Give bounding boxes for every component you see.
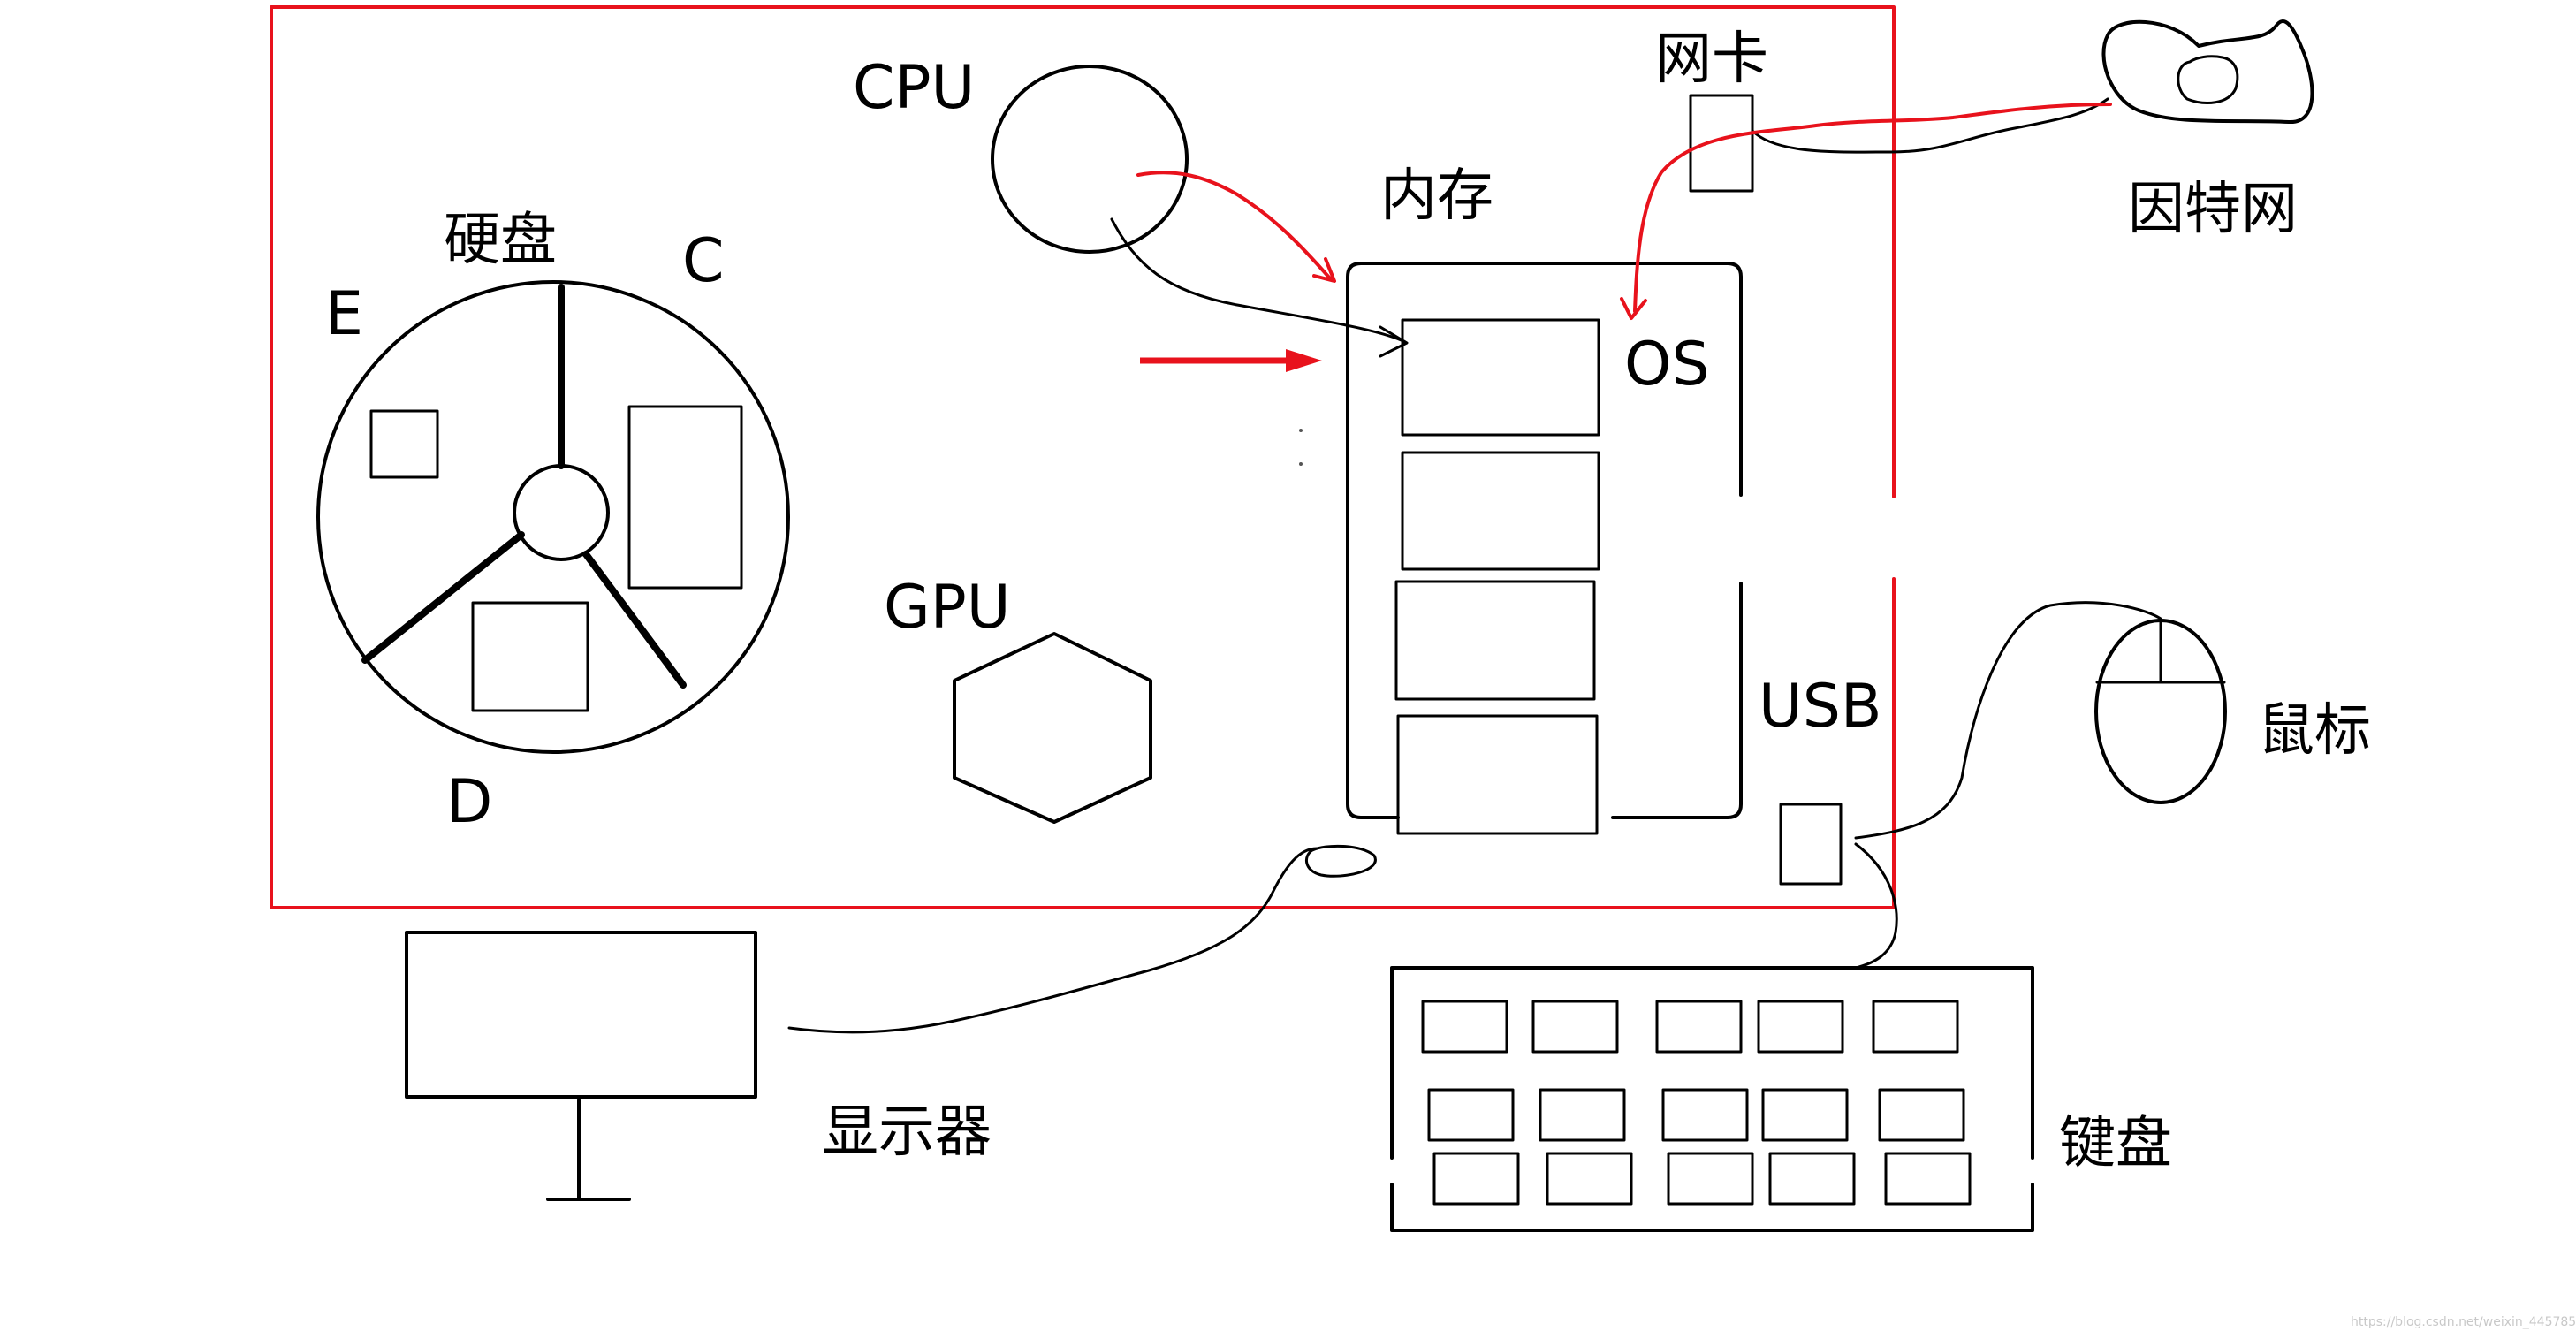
memory-slot-os bbox=[1401, 318, 1600, 437]
watermark: https://blog.csdn.net/weixin_44578580 bbox=[2351, 1315, 2576, 1329]
memory-slot-3 bbox=[1394, 580, 1596, 701]
os-label: OS bbox=[1624, 330, 1710, 399]
cpu bbox=[991, 65, 1189, 254]
memory-dot bbox=[1299, 462, 1303, 466]
keyboard-key bbox=[1655, 1000, 1743, 1054]
cpu-to-memory-red-arrowhead bbox=[1312, 257, 1336, 283]
keyboard-key bbox=[1427, 1088, 1515, 1142]
usb-label: USB bbox=[1759, 672, 1882, 742]
monitor bbox=[405, 931, 757, 1099]
cpu-to-memory-arrowhead bbox=[1379, 325, 1409, 358]
memory-label: 内存 bbox=[1380, 164, 1493, 229]
partition-e-data bbox=[369, 409, 439, 479]
nic-to-internet-link bbox=[1751, 97, 2109, 154]
nic bbox=[1689, 94, 1754, 193]
keyboard-key bbox=[1878, 1088, 1965, 1142]
gpu bbox=[953, 632, 1152, 824]
partition-c-data bbox=[627, 405, 743, 590]
partition-d-label: D bbox=[446, 767, 492, 837]
memory-slot-2 bbox=[1401, 451, 1600, 571]
mouse-cable bbox=[1854, 601, 2162, 840]
cpu-to-memory-red-link bbox=[1136, 171, 1332, 280]
gpu-label: GPU bbox=[884, 573, 1010, 643]
keyboard-keys bbox=[1421, 1000, 1972, 1206]
keyboard-label: 键盘 bbox=[2059, 1111, 2172, 1176]
keyboard-key bbox=[1432, 1152, 1520, 1206]
nic-label: 网卡 bbox=[1655, 27, 1768, 92]
hard-disk-label: 硬盘 bbox=[444, 208, 557, 273]
keyboard-key bbox=[1531, 1000, 1619, 1054]
internet-cloud-inner bbox=[2177, 55, 2239, 104]
mouse-buttons bbox=[2095, 620, 2226, 684]
memory-slot-4 bbox=[1396, 714, 1599, 835]
internet-cloud bbox=[2101, 19, 2314, 125]
partition-d-data bbox=[471, 601, 589, 712]
memory-pointer-arrowhead bbox=[1286, 349, 1322, 372]
disk-divider bbox=[582, 551, 687, 689]
keyboard-key bbox=[1768, 1152, 1856, 1206]
monitor-label: 显示器 bbox=[822, 1099, 992, 1165]
keyboard-key bbox=[1761, 1088, 1849, 1142]
mouse-label: 鼠标 bbox=[2258, 698, 2371, 764]
internet-label: 因特网 bbox=[2128, 177, 2298, 242]
memory bbox=[1346, 262, 1743, 819]
cpu-label: CPU bbox=[853, 53, 975, 123]
hard-disk bbox=[316, 280, 790, 754]
keyboard bbox=[1390, 966, 2034, 1232]
internet-to-os-red-arrowhead bbox=[1620, 297, 1647, 320]
keyboard-key bbox=[1667, 1152, 1754, 1206]
video-port bbox=[1304, 844, 1377, 878]
computer-boundary bbox=[270, 5, 1896, 909]
usb-port bbox=[1779, 803, 1843, 886]
keyboard-key bbox=[1539, 1088, 1626, 1142]
keyboard-key bbox=[1757, 1000, 1844, 1054]
keyboard-cable bbox=[1854, 842, 1898, 970]
hard-disk-hub bbox=[513, 464, 610, 561]
disk-divider bbox=[361, 531, 525, 664]
video-cable bbox=[787, 847, 1318, 1034]
keyboard-key bbox=[1421, 1000, 1508, 1054]
keyboard-key bbox=[1661, 1088, 1749, 1142]
internet-to-os-red-link bbox=[1633, 103, 2112, 313]
partition-e-label: E bbox=[325, 279, 363, 349]
memory-dot bbox=[1299, 429, 1303, 432]
keyboard-key bbox=[1884, 1152, 1972, 1206]
partition-c-label: C bbox=[682, 226, 724, 296]
cpu-to-memory-link bbox=[1110, 217, 1407, 344]
keyboard-key bbox=[1546, 1152, 1633, 1206]
keyboard-key bbox=[1872, 1000, 1959, 1054]
